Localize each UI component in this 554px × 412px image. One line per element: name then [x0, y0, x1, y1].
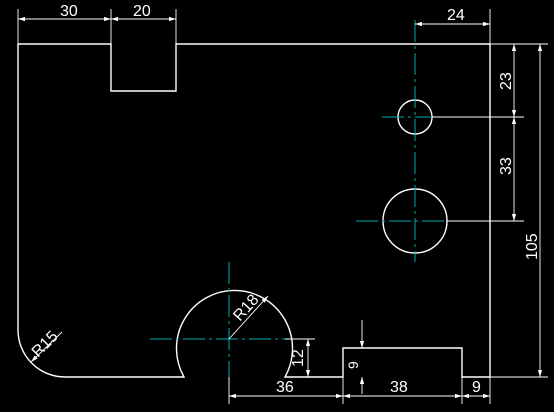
dimension-texts: 30 20 24 23 33 105 R15 R18 12 9 36 38 9: [29, 3, 541, 396]
label-24: 24: [447, 7, 465, 24]
label-30: 30: [60, 3, 78, 20]
centerlines: [150, 20, 472, 392]
label-12: 12: [290, 349, 307, 367]
leader-r15: [30, 331, 63, 363]
dimension-lines: [17, 9, 548, 404]
label-20: 20: [133, 3, 151, 20]
label-23: 23: [498, 72, 515, 90]
outline-path: [17, 43, 491, 378]
label-9-step: 9: [345, 361, 361, 369]
label-33: 33: [498, 157, 515, 175]
label-105: 105: [524, 233, 541, 260]
label-36: 36: [276, 379, 294, 396]
label-r15: R15: [29, 328, 62, 361]
part-outline: [17, 43, 491, 378]
label-r18: R18: [230, 291, 262, 324]
leader-r18: [228, 295, 269, 340]
label-9-bottom: 9: [472, 379, 481, 396]
label-38: 38: [390, 379, 408, 396]
